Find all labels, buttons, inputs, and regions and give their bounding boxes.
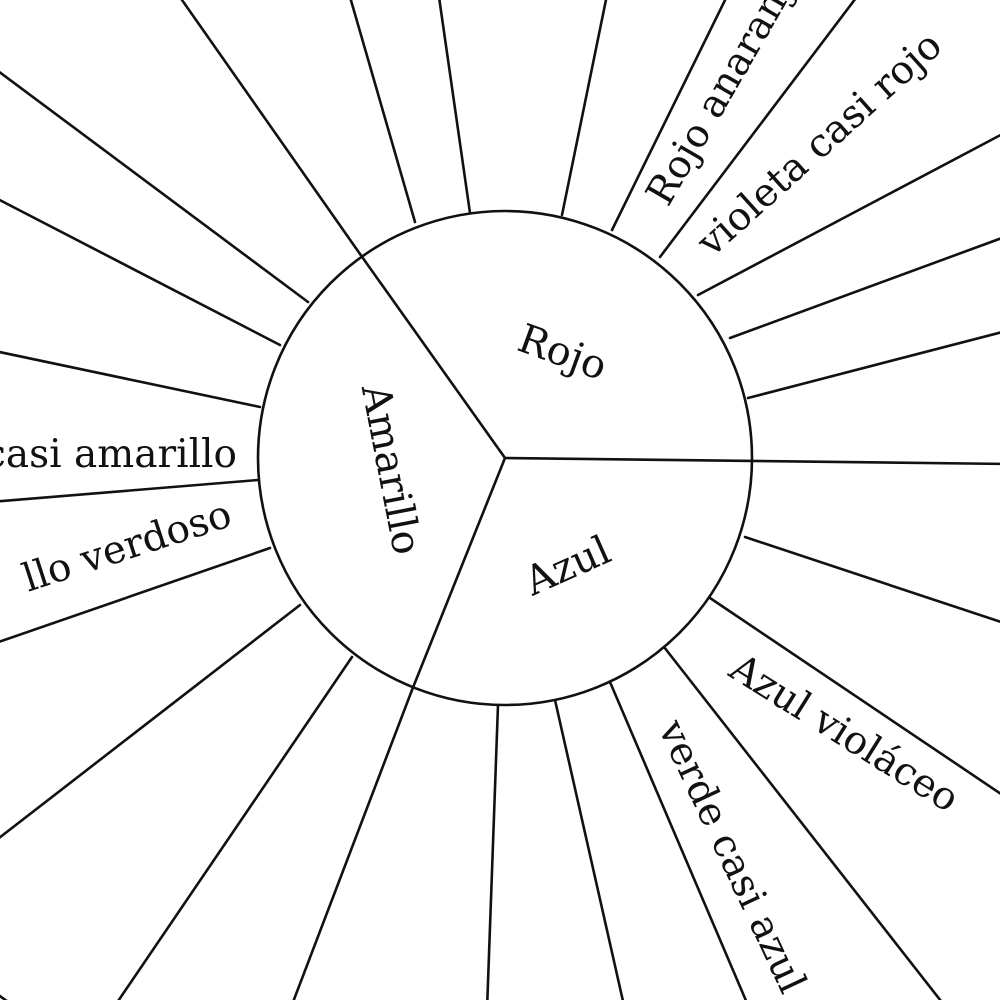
primary-dividers xyxy=(358,252,1000,692)
spoke xyxy=(746,331,1000,400)
spoke xyxy=(728,237,1000,340)
spoke xyxy=(349,0,417,224)
spoke xyxy=(553,698,625,1000)
spoke xyxy=(292,688,414,1000)
label-verde-casi-azul: verde casi azul xyxy=(649,712,815,1000)
label-azul-violaceo: Azul violáceo xyxy=(721,645,967,822)
spoke xyxy=(180,0,362,256)
spoke xyxy=(117,655,354,1000)
spoke xyxy=(0,198,282,347)
spoke xyxy=(696,133,1000,297)
divider-rojo-azul xyxy=(503,456,1000,466)
spoke xyxy=(438,0,472,215)
spoke xyxy=(486,703,500,1000)
spoke xyxy=(743,535,1000,624)
spoke xyxy=(608,680,748,1000)
spoke xyxy=(658,0,857,259)
spoke xyxy=(0,546,272,643)
spoke xyxy=(662,645,942,1000)
label-amarillo-verdoso: llo verdoso xyxy=(17,492,237,602)
spoke xyxy=(0,70,310,304)
spoke xyxy=(0,478,260,503)
spoke xyxy=(0,603,302,839)
spoke xyxy=(560,0,608,217)
label-casi-amarillo: casi amarillo xyxy=(0,432,237,477)
divider-rojo-amarillo xyxy=(358,252,507,460)
divider-amarillo-azul xyxy=(410,456,507,692)
spoke xyxy=(610,0,727,232)
outer-rim-arc xyxy=(0,994,8,1000)
spoke xyxy=(0,350,262,409)
spoke xyxy=(708,596,1000,795)
